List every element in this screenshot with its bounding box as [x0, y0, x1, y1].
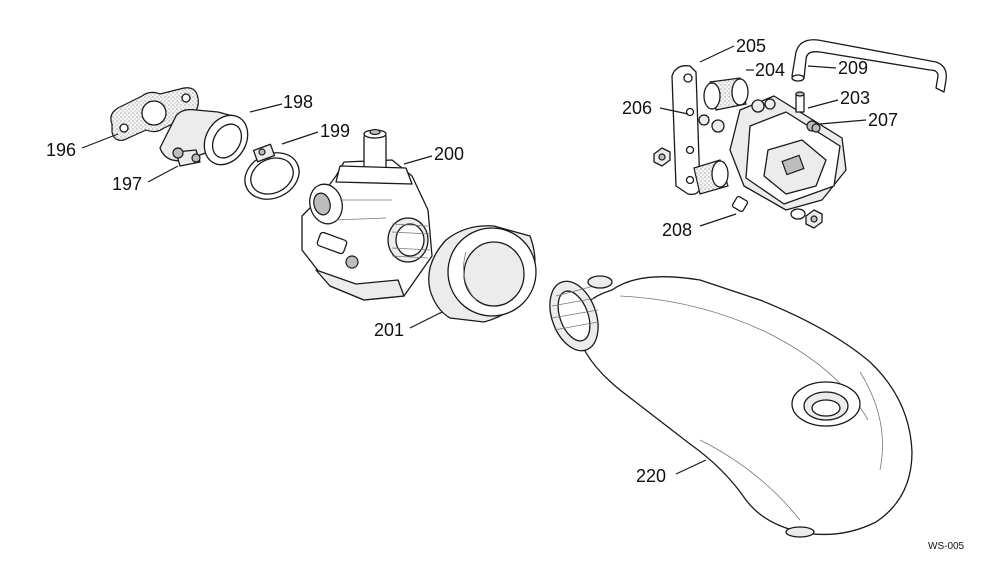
intake-flange-part	[159, 108, 249, 167]
hose-clamp-part	[244, 143, 300, 200]
callout-207: 207	[868, 110, 898, 130]
callout-206: 206	[622, 98, 652, 118]
callout-209: 209	[838, 58, 868, 78]
callout-198: 198	[283, 92, 313, 112]
callout-196: 196	[46, 140, 76, 160]
callout-labels: 196 197 198 199 200 201 203 204 205 206 …	[46, 36, 965, 552]
callout-200: 200	[434, 144, 464, 164]
fuel-pump-bracket-part	[671, 65, 701, 196]
carburetor-part	[301, 128, 433, 301]
callout-199: 199	[320, 121, 350, 141]
fuel-pump-body-part	[729, 91, 847, 211]
callout-208: 208	[662, 220, 692, 240]
rubber-sleeve-part	[428, 225, 537, 323]
fuel-pump-spacers-part	[653, 77, 823, 229]
fuel-hose-part	[791, 39, 947, 93]
leader-lines	[81, 45, 867, 475]
drawing-code: WS-005	[928, 541, 965, 552]
callout-204: 204	[755, 60, 785, 80]
callout-220: 220	[636, 466, 666, 486]
callout-203: 203	[840, 88, 870, 108]
callout-205: 205	[736, 36, 766, 56]
air-filter-box-part	[549, 275, 913, 538]
callout-197: 197	[112, 174, 142, 194]
callout-201: 201	[374, 320, 404, 340]
intake-gasket-part	[110, 87, 199, 141]
